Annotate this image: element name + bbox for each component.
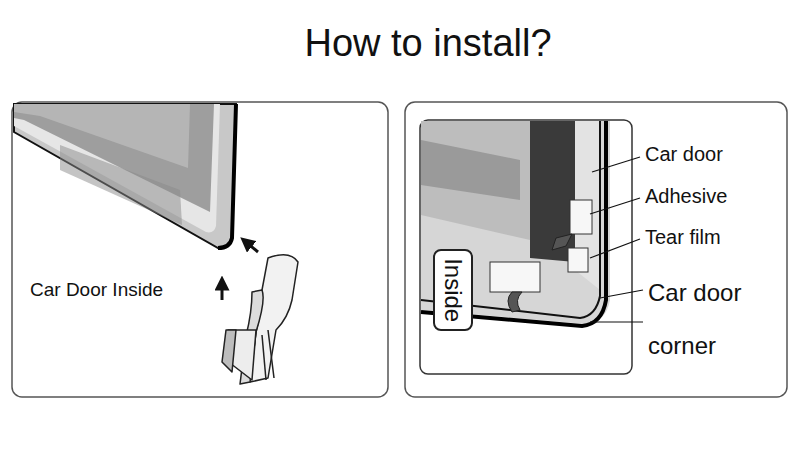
part-label: Adhesive	[645, 185, 727, 208]
leader-lines	[590, 157, 643, 322]
edge-guard	[222, 255, 298, 384]
part-label: Car door	[645, 143, 723, 166]
title: How to install?	[304, 22, 551, 66]
car-door-left	[14, 104, 236, 248]
part-label: Tear film	[645, 226, 721, 249]
part-label: Car door corner	[648, 267, 766, 373]
vertical-tag-box: Inside	[433, 249, 473, 331]
left-panel	[12, 102, 388, 397]
insert-arrow	[246, 242, 258, 252]
insert-arrow	[221, 283, 224, 300]
car-door-right	[420, 120, 632, 374]
view-label: Car Door Inside	[30, 279, 163, 301]
right-panel	[405, 102, 787, 397]
node-text: Inside	[440, 258, 466, 322]
